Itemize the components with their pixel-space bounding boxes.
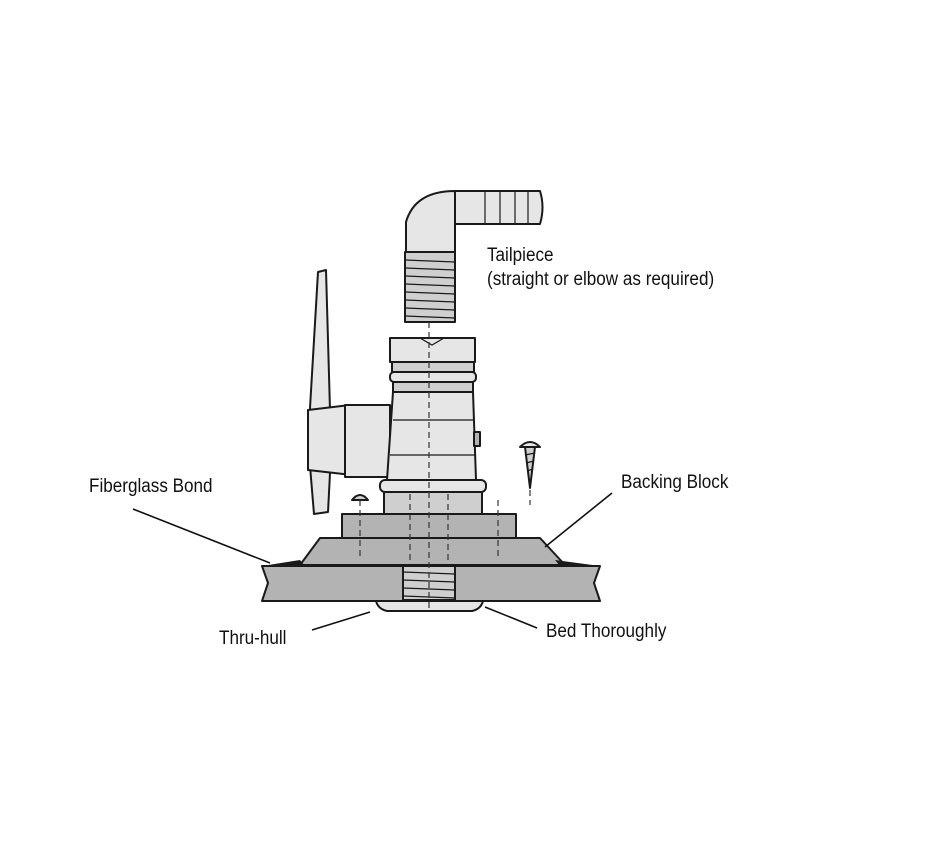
tailpiece-sublabel: (straight or elbow as required)	[487, 269, 715, 290]
fiberglass-bond-right	[555, 560, 600, 566]
valve-top-nut	[389, 337, 476, 363]
backing-block	[299, 513, 566, 566]
tailpiece-barb	[454, 190, 544, 225]
valve-body	[379, 337, 487, 517]
valve-stem-housing	[344, 404, 391, 478]
tailpiece-label: Tailpiece	[487, 245, 554, 266]
fiberglass-bond-left	[262, 560, 305, 566]
assembly-centerlines	[359, 322, 531, 608]
fiberglass-bond-label: Fiberglass Bond	[89, 476, 213, 497]
tailpiece-thread	[404, 251, 456, 323]
valve-main-body	[386, 391, 477, 481]
backing-block-label: Backing Block	[621, 472, 729, 493]
leader-thru-hull	[311, 611, 371, 631]
handle-lever	[307, 269, 332, 515]
mounting-screw	[519, 441, 541, 489]
thru-hull-label: Thru-hull	[219, 628, 287, 649]
leader-bed-thoroughly	[484, 606, 538, 629]
tailpiece	[404, 190, 544, 323]
backing-block-base	[299, 537, 566, 566]
valve-handle	[307, 269, 391, 515]
tailpiece-elbow	[405, 190, 456, 256]
leader-fiberglass-bond	[132, 508, 271, 564]
leader-backing-block	[544, 492, 613, 548]
bed-thoroughly-label: Bed Thoroughly	[546, 621, 667, 642]
